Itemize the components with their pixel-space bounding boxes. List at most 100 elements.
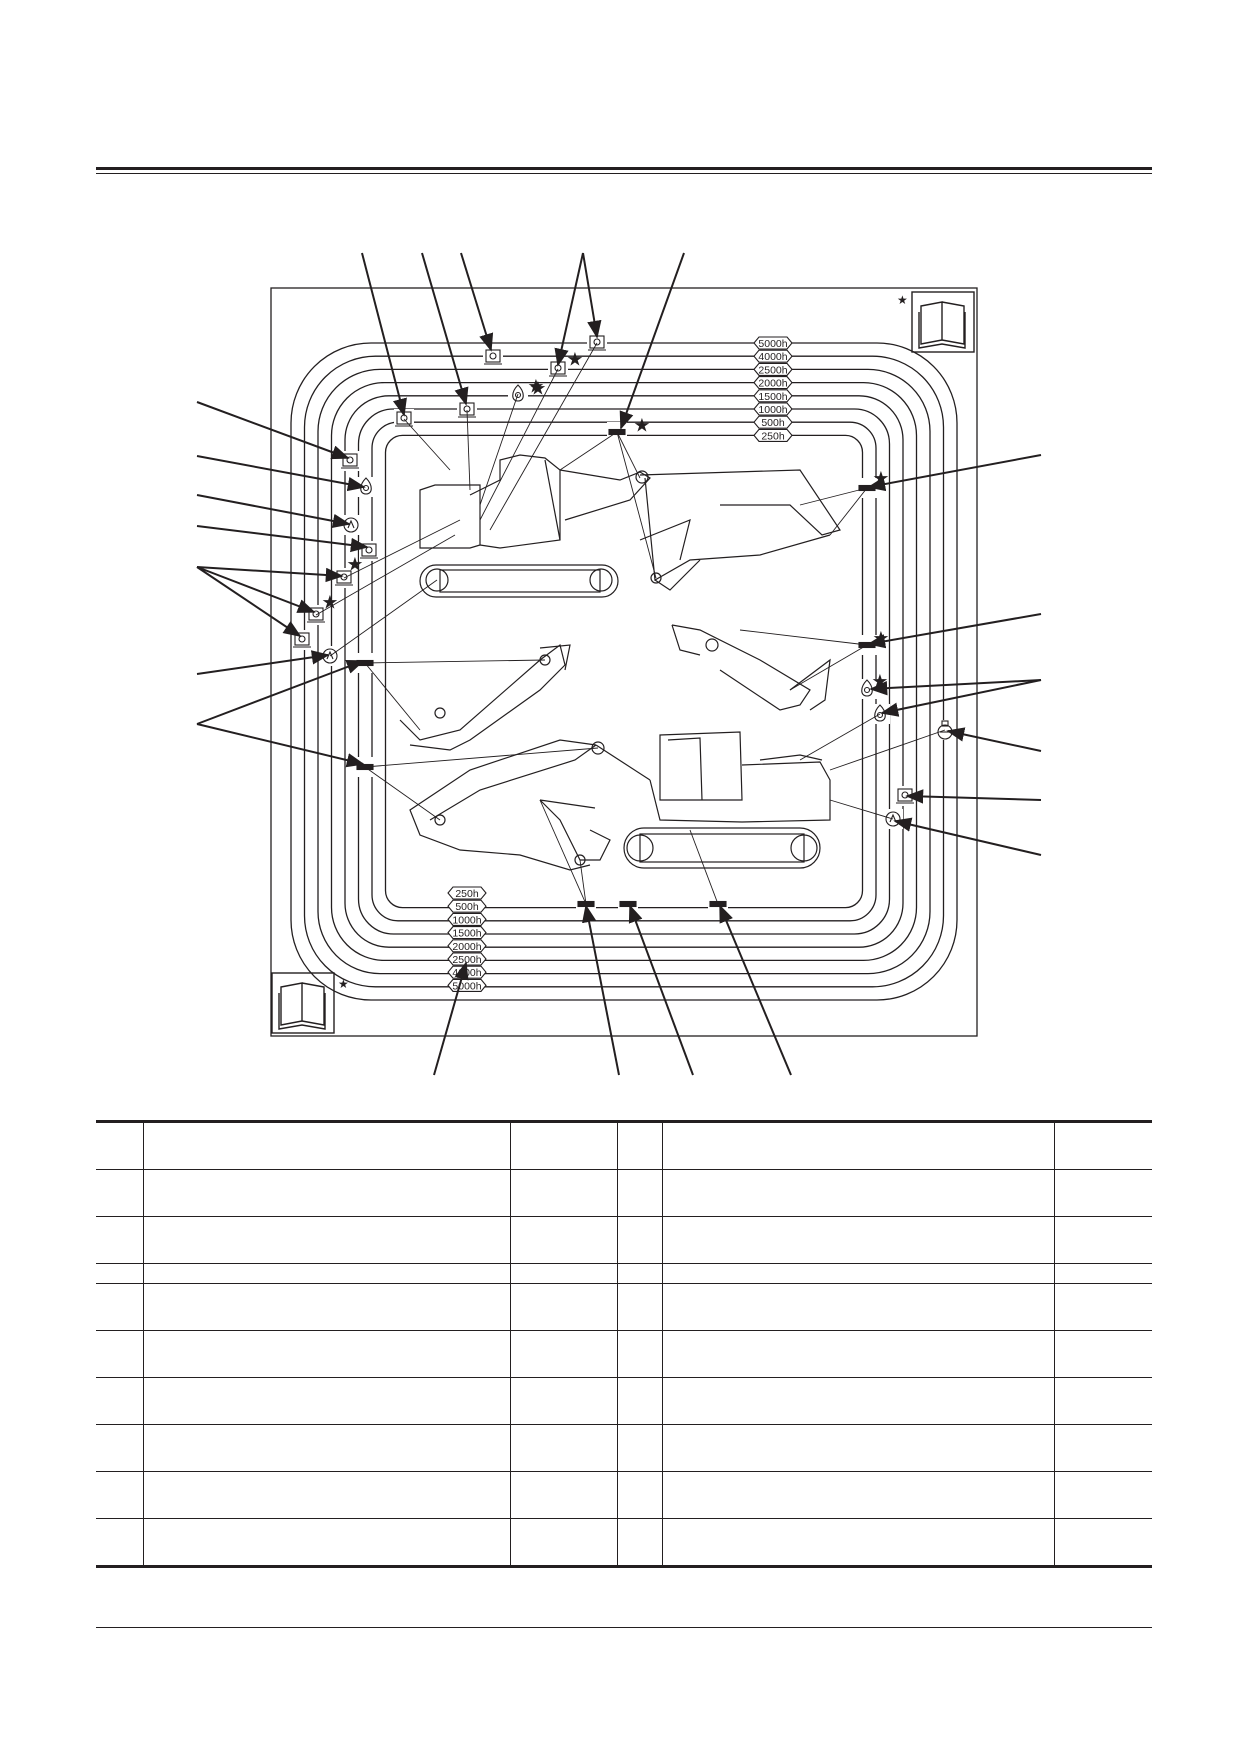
connector-line xyxy=(315,534,456,616)
table-cell xyxy=(143,1377,511,1425)
connector-line xyxy=(479,368,559,521)
table-cell xyxy=(1054,1330,1152,1378)
table-cell xyxy=(662,1377,1055,1425)
table-row xyxy=(96,1471,1152,1519)
connector-line xyxy=(616,431,657,579)
table-row xyxy=(96,1283,1152,1331)
connector-line xyxy=(829,729,946,771)
note-star: ★ xyxy=(637,420,647,432)
connector-line xyxy=(579,859,587,905)
table-cell xyxy=(510,1216,618,1264)
svg-text:500h: 500h xyxy=(761,417,785,429)
connector-line xyxy=(329,579,438,657)
callout-leader xyxy=(196,401,350,460)
callout-leader xyxy=(421,252,469,406)
svg-text:1000h: 1000h xyxy=(758,404,787,416)
table-cell xyxy=(617,1120,663,1170)
table-cell xyxy=(143,1169,511,1217)
maintenance-table xyxy=(96,1120,1152,1568)
table-cell xyxy=(662,1216,1055,1264)
table-cell xyxy=(662,1263,1055,1284)
note-star: ★ xyxy=(325,597,335,609)
connector-line xyxy=(799,487,868,506)
header-rule-thick xyxy=(96,167,1152,170)
table-cell xyxy=(510,1471,618,1519)
table-cell xyxy=(662,1283,1055,1331)
svg-text:1500h: 1500h xyxy=(758,391,787,403)
table-cell xyxy=(96,1120,144,1170)
interval-track xyxy=(317,368,931,975)
table-cell xyxy=(143,1471,511,1519)
table-cell xyxy=(510,1424,618,1472)
connector-line xyxy=(364,766,441,821)
callout-leader xyxy=(196,455,366,492)
connector-line xyxy=(479,393,519,506)
interval-label: 1500h xyxy=(753,389,793,403)
connector-line xyxy=(799,713,881,761)
connector-line xyxy=(689,829,719,905)
table-cell xyxy=(143,1263,511,1284)
table-row xyxy=(96,1377,1152,1425)
table-cell xyxy=(510,1120,618,1170)
note-star: ★ xyxy=(875,676,885,688)
table-cell xyxy=(1054,1169,1152,1217)
connector-line xyxy=(616,431,641,479)
svg-text:4000h: 4000h xyxy=(452,967,481,979)
svg-text:1500h: 1500h xyxy=(452,928,481,940)
interval-track xyxy=(357,408,891,935)
table-cell xyxy=(510,1283,618,1331)
svg-text:500h: 500h xyxy=(455,901,479,913)
callout-leader xyxy=(361,252,407,417)
table-cell xyxy=(143,1283,511,1331)
interval-label: 2000h xyxy=(447,939,487,953)
interval-label: 250h xyxy=(447,886,487,900)
callout-leaders: ★★★★★★★★★ xyxy=(196,252,1042,1076)
header-rule-thin xyxy=(96,173,1152,174)
svg-text:5000h: 5000h xyxy=(452,980,481,992)
table-cell xyxy=(1054,1471,1152,1519)
table-cell xyxy=(1054,1283,1152,1331)
connector-line xyxy=(789,644,868,691)
table-cell xyxy=(96,1283,144,1331)
callout-leader xyxy=(196,650,330,675)
note-star: ★ xyxy=(531,381,541,393)
table-cell xyxy=(96,1216,144,1264)
table-cell xyxy=(510,1330,618,1378)
callout-leader xyxy=(946,727,1042,752)
note-star: ★ xyxy=(897,293,908,307)
interval-label: 2500h xyxy=(753,362,793,376)
service-point-marker xyxy=(483,347,503,367)
interval-label: 1500h xyxy=(447,926,487,940)
callout-leader xyxy=(867,613,1042,649)
svg-text:250h: 250h xyxy=(761,430,785,442)
interval-label: 250h xyxy=(753,428,793,442)
table-row xyxy=(96,1330,1152,1378)
table-cell xyxy=(96,1518,144,1568)
table-cell xyxy=(617,1424,663,1472)
table-cell xyxy=(617,1169,663,1217)
callout-leader xyxy=(867,454,1042,492)
note-star: ★ xyxy=(350,559,360,571)
connector-line xyxy=(364,659,546,664)
table-cell xyxy=(96,1471,144,1519)
interval-label: 500h xyxy=(447,899,487,913)
svg-text:2500h: 2500h xyxy=(758,364,787,376)
callout-leader xyxy=(880,679,1042,717)
excavator-top-view xyxy=(419,454,841,598)
table-cell xyxy=(662,1169,1055,1217)
callout-leader xyxy=(196,566,344,583)
note-star: ★ xyxy=(876,473,886,485)
table-row xyxy=(96,1169,1152,1217)
callout-leader xyxy=(433,961,469,1076)
note-star: ★ xyxy=(338,977,349,991)
svg-text:2500h: 2500h xyxy=(452,954,481,966)
svg-text:5000h: 5000h xyxy=(758,338,787,350)
connector-line xyxy=(466,409,471,491)
table-cell xyxy=(617,1216,663,1264)
table-cell xyxy=(617,1263,663,1284)
callout-leader xyxy=(460,252,494,352)
table-row xyxy=(96,1424,1152,1472)
table-cell xyxy=(510,1263,618,1284)
